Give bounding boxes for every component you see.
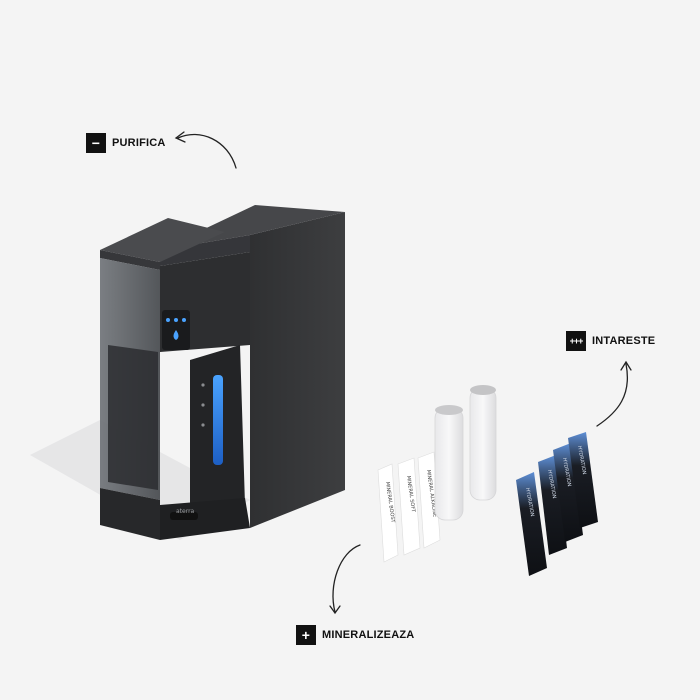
- arrow-intareste-head: [620, 360, 632, 371]
- sachet-label: HYDRATION: [576, 445, 587, 475]
- arrow-mineralizeaza-head: [329, 605, 341, 615]
- water-drop-icon: [173, 330, 179, 340]
- sachet-label: HYDRATION: [524, 487, 535, 517]
- label-intareste: +++ INTARESTE: [566, 331, 655, 351]
- hydration-sachet: HYDRATION: [568, 432, 598, 528]
- label-mineralizeaza-text: MINERALIZEAZA: [322, 629, 415, 641]
- label-mineralizeaza: + MINERALIZEAZA: [296, 625, 414, 645]
- plus-plus-icon: +++: [566, 331, 586, 351]
- label-purifica: − PURIFICA: [86, 133, 166, 153]
- sachet-label: HYDRATION: [546, 469, 557, 499]
- water-level-indicator: [213, 375, 223, 465]
- label-purifica-text: PURIFICA: [112, 137, 166, 149]
- arrow-purifica: [177, 133, 237, 169]
- mineral-packet-label: MINERAL BOOST: [384, 481, 396, 524]
- hydration-sachet: HYDRATION: [516, 472, 547, 576]
- label-intareste-text: INTARESTE: [592, 335, 656, 347]
- arrow-intareste: [596, 363, 628, 427]
- mineral-packets: MINERAL BOOST MINERAL SOFT MINERAL ALKAL…: [377, 451, 441, 563]
- plus-icon: +: [296, 625, 316, 645]
- mineral-packet: MINERAL SOFT: [397, 457, 421, 556]
- sachet-label: HYDRATION: [561, 457, 572, 487]
- filter-tubes: [434, 385, 497, 521]
- mineral-packet: MINERAL ALKALINE: [417, 451, 441, 549]
- arrow-purifica-head: [174, 131, 186, 143]
- mineral-packet-label: MINERAL SOFT: [405, 475, 416, 513]
- minus-icon: −: [86, 133, 106, 153]
- mineral-packet: MINERAL BOOST: [377, 463, 399, 563]
- hydration-sachets: HYDRATION HYDRATION HYDRATION HYDRATION: [516, 432, 598, 576]
- hydration-sachet: HYDRATION: [553, 443, 583, 542]
- device-brand-text: aterra: [176, 508, 195, 515]
- water-purifier-device: aterra: [100, 205, 345, 540]
- arrow-mineralizeaza: [332, 544, 361, 613]
- hydration-sachet: HYDRATION: [538, 455, 567, 555]
